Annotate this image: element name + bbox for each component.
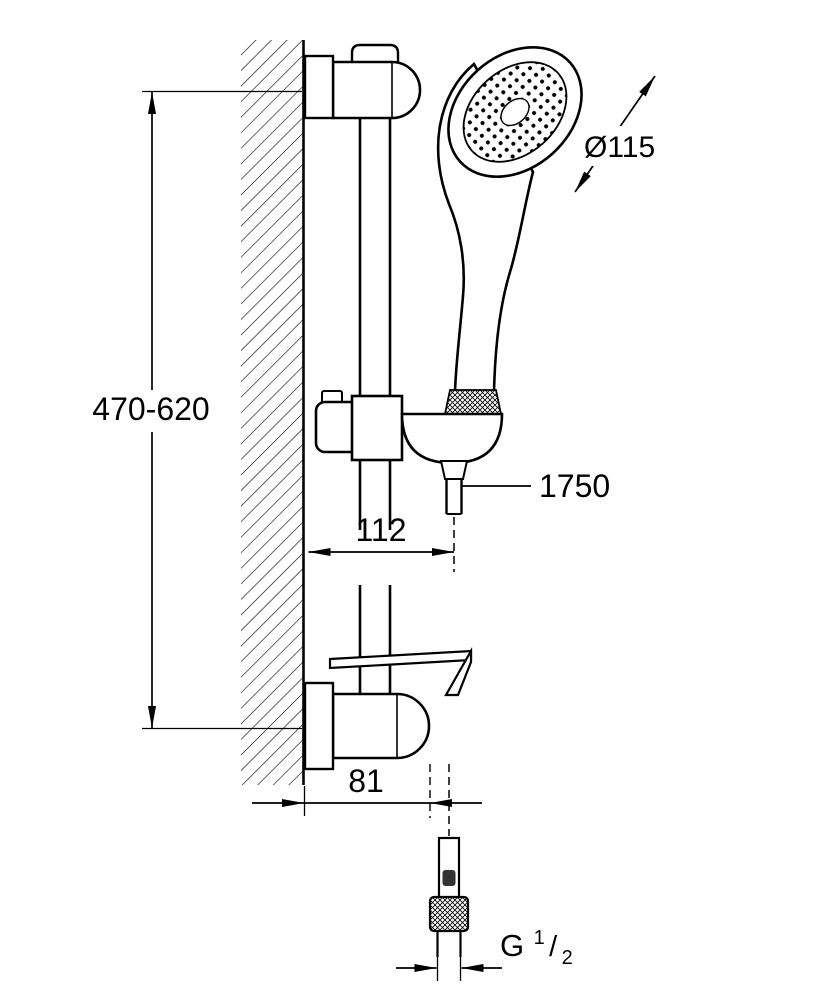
thread-prefix: G	[500, 928, 524, 963]
label-mask	[580, 126, 680, 166]
bottom-bracket-arm	[331, 692, 431, 760]
thread-slash: /	[549, 931, 558, 963]
connector-knurled-nut	[428, 895, 470, 933]
top-bracket-flange	[303, 54, 335, 120]
top-bracket	[303, 54, 422, 120]
bottom-bracket	[303, 681, 431, 771]
hose-nut-upper	[439, 460, 469, 480]
label-mask	[80, 390, 222, 432]
tray-lip	[444, 646, 473, 697]
lower-offset-label: 81	[348, 763, 384, 799]
bar-top-cap	[350, 43, 400, 65]
upper-offset-label: 112	[355, 512, 406, 548]
top-bracket-arm	[331, 60, 422, 120]
connector-detail	[442, 870, 456, 886]
shower-hose-upper	[445, 479, 463, 572]
hose-length-label: 1750	[539, 468, 610, 504]
thread-numerator: 1	[534, 927, 545, 949]
dim-hose-length: 1750	[462, 468, 610, 504]
wall-section	[241, 40, 305, 785]
hose-connector	[428, 764, 470, 957]
height-range-label: 470-620	[92, 391, 209, 427]
dim-upper-offset: 112	[308, 512, 454, 556]
spray-face	[447, 46, 583, 178]
glide-holder	[314, 390, 504, 480]
thread-denominator: 2	[562, 947, 573, 969]
tray-shelf	[328, 649, 473, 670]
head-diameter-label: Ø115	[584, 131, 655, 164]
dim-thread-size: G 1 / 2	[396, 927, 573, 981]
connector-tube	[437, 836, 461, 900]
thread-size-label: G 1 / 2	[500, 927, 573, 969]
holder-cup	[400, 412, 504, 465]
spray-center-cap	[500, 97, 530, 127]
handle-knurl-ring	[443, 389, 503, 415]
dim-height-range: 470-620	[80, 90, 302, 730]
wall-hatch	[241, 40, 303, 785]
dim-lower-offset: 81	[252, 763, 482, 818]
holder-body	[350, 394, 404, 462]
dim-head-diameter: Ø115	[574, 75, 680, 193]
soap-tray	[328, 646, 473, 697]
shower-head	[436, 46, 583, 415]
bottom-bracket-flange	[303, 681, 335, 771]
